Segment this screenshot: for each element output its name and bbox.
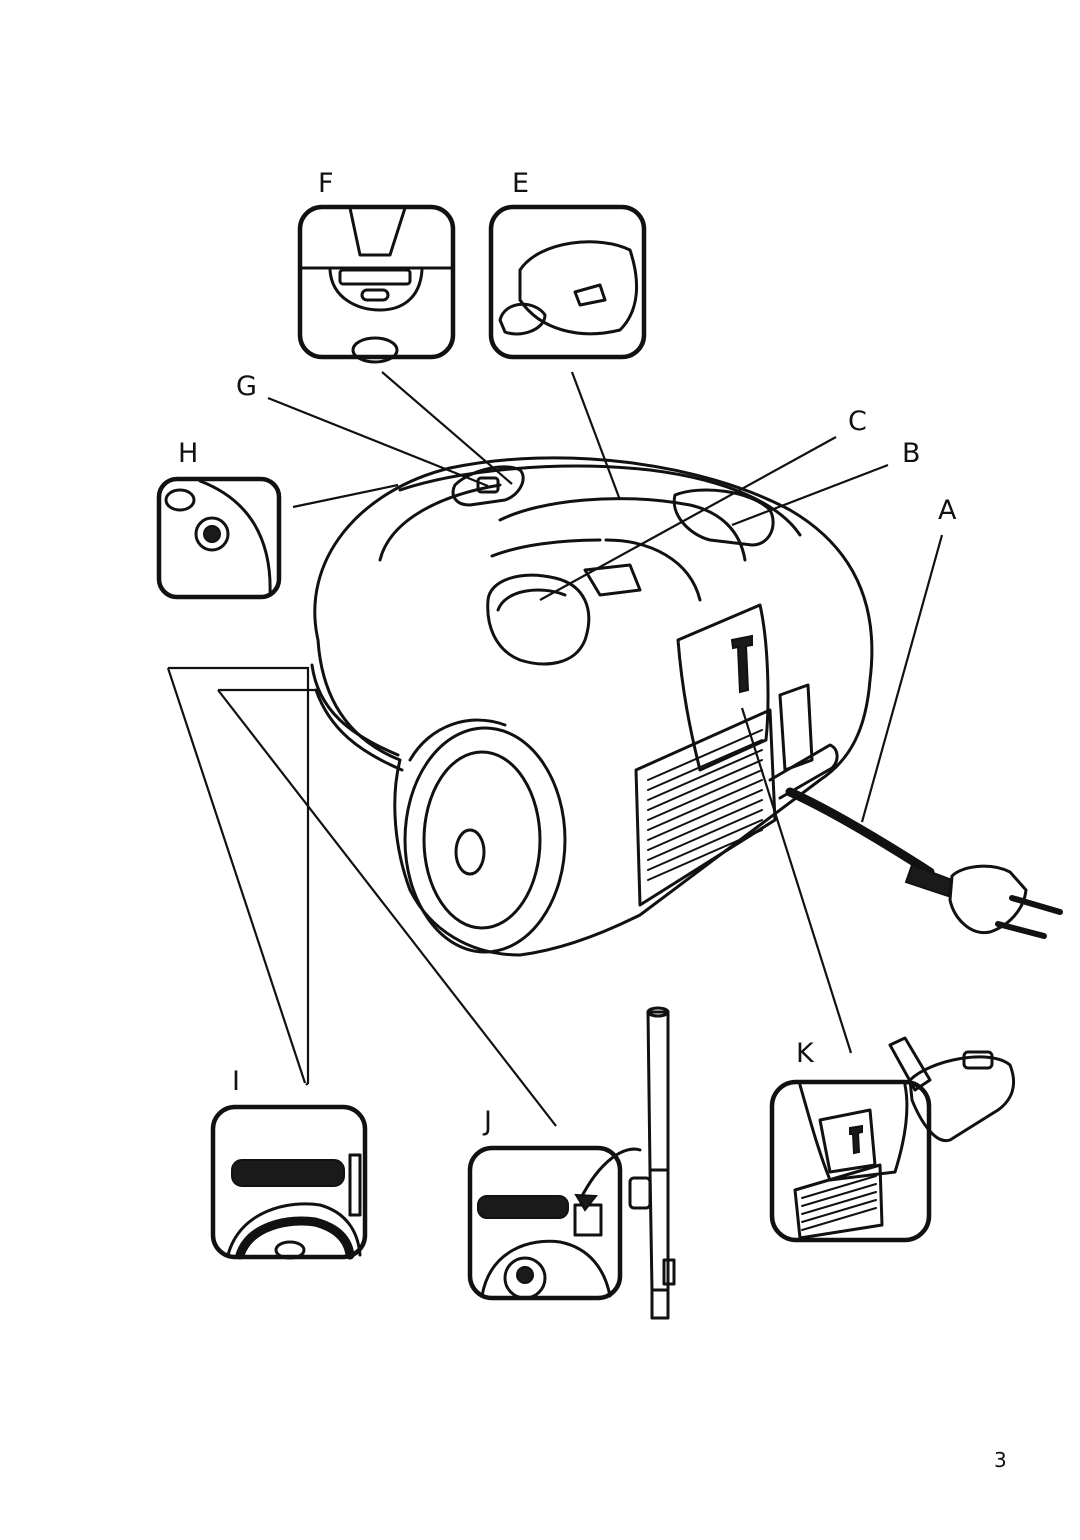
inset-I	[210, 1104, 368, 1260]
page-number: 3	[994, 1448, 1007, 1472]
label-C: C	[848, 406, 867, 437]
leader-B	[731, 463, 889, 527]
leader-lines	[166, 371, 944, 1127]
leader-H	[292, 483, 399, 509]
label-K: K	[796, 1038, 814, 1069]
leader-I	[168, 666, 310, 1086]
label-F: F	[318, 168, 334, 199]
label-A: A	[938, 495, 957, 526]
label-E: E	[512, 168, 530, 199]
leader-J-diag	[217, 689, 557, 1127]
leader-F	[381, 371, 513, 485]
inset-F	[297, 204, 456, 364]
leader-I-diag	[166, 667, 307, 1084]
label-B: B	[902, 438, 921, 469]
filter-grille	[634, 708, 777, 907]
label-H: H	[178, 438, 199, 469]
vacuum-body	[310, 456, 1063, 957]
leader-A	[860, 534, 944, 823]
inset-E	[488, 204, 647, 360]
inset-K	[769, 1036, 1015, 1243]
leader-C	[539, 436, 837, 601]
leader-G	[267, 396, 489, 488]
label-G: G	[236, 371, 257, 402]
inset-H	[156, 476, 282, 600]
inset-J	[467, 1006, 676, 1320]
leader-E	[570, 371, 622, 501]
leader-K	[740, 707, 853, 1054]
label-J: J	[484, 1106, 492, 1137]
label-I: I	[232, 1066, 240, 1097]
